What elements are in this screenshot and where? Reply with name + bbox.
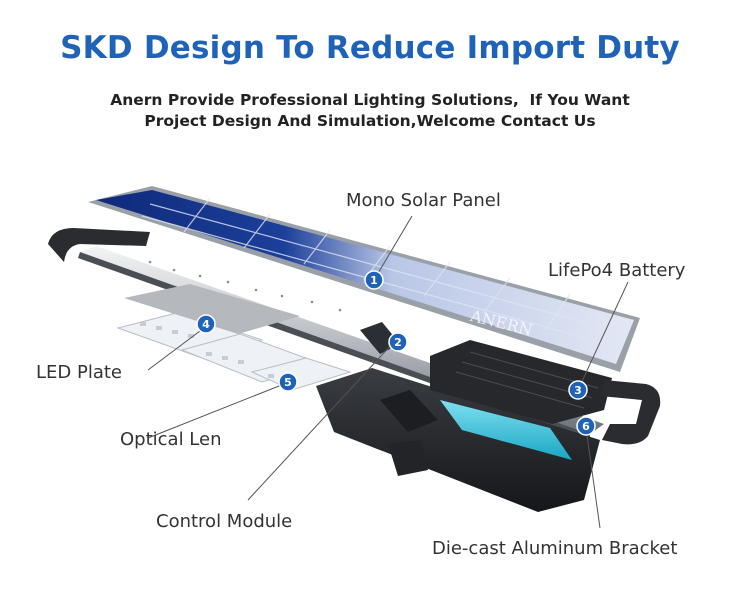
svg-text:2: 2 [394, 336, 402, 349]
label-led-plate: LED Plate [36, 362, 123, 383]
heat-sink-plate [124, 284, 300, 334]
lamp-housing [316, 322, 600, 512]
badge-5: 5 [278, 372, 298, 392]
svg-text:1: 1 [370, 274, 378, 287]
subtitle-line-2: Project Design And Simulation,Welcome Co… [144, 112, 596, 130]
svg-text:6: 6 [582, 420, 590, 433]
badge-6: 6 [576, 416, 596, 436]
left-end-cap [48, 228, 150, 262]
right-end-cap [600, 380, 661, 445]
label-optical-len: Optical Len [120, 429, 222, 450]
badge-2: 2 [388, 332, 408, 352]
label-bracket: Die-cast Aluminum Bracket [432, 538, 678, 559]
svg-text:3: 3 [574, 384, 582, 397]
page-subtitle: Anern Provide Professional Lighting Solu… [0, 90, 740, 132]
badge-3: 3 [568, 380, 588, 400]
led-plates [116, 311, 352, 391]
leader-lines [147, 215, 629, 529]
battery-pack [430, 340, 612, 460]
svg-text:4: 4 [202, 318, 210, 331]
badge-4: 4 [196, 314, 216, 334]
label-control-module: Control Module [156, 511, 293, 532]
subtitle-line-1: Anern Provide Professional Lighting Solu… [110, 91, 630, 109]
label-solar-panel: Mono Solar Panel [346, 190, 501, 211]
label-battery: LifePo4 Battery [548, 260, 686, 281]
svg-text:5: 5 [284, 376, 292, 389]
page-title: SKD Design To Reduce Import Duty [60, 30, 680, 66]
badge-1: 1 [364, 270, 384, 290]
